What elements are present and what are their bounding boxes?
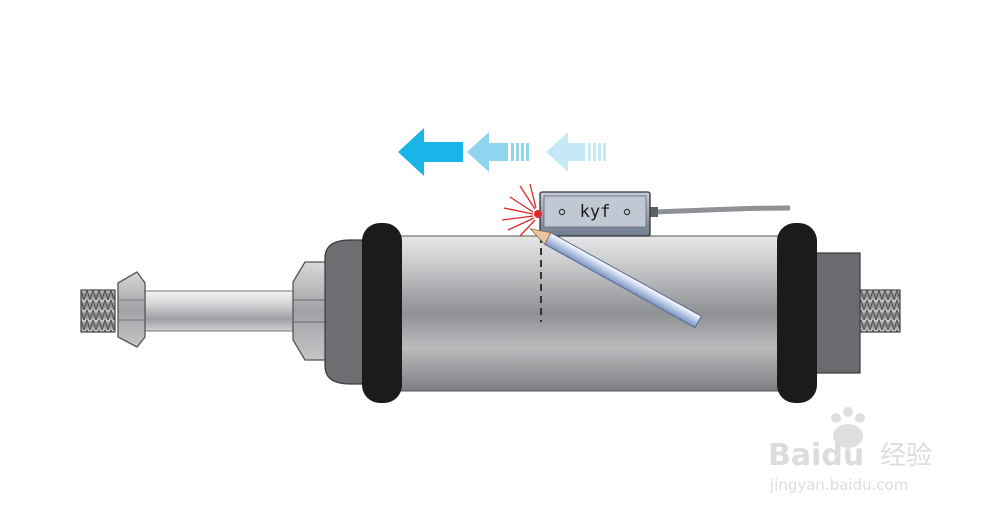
left-arrow-icon xyxy=(467,132,529,172)
left-arrow-icon xyxy=(546,132,606,172)
screwdriver-icon xyxy=(529,228,703,329)
piston-rod xyxy=(141,290,303,332)
magnetic-sensor: kyf xyxy=(534,191,651,237)
rod-thread-left xyxy=(80,289,116,333)
sensor-led xyxy=(534,210,542,218)
rod-thread-right xyxy=(859,289,901,333)
sensor-cable xyxy=(649,205,791,215)
left-arrow-icon xyxy=(398,128,463,176)
sensor-label: kyf xyxy=(580,202,611,222)
baidu-watermark: Baidu 经验 jingyan.baidu.com xyxy=(768,407,932,494)
cable-strain-relief xyxy=(648,207,658,217)
paw-logo-icon xyxy=(831,407,865,448)
mount-screw-left xyxy=(558,208,566,216)
mount-screw-right xyxy=(623,208,631,216)
watermark-cn: 经验 xyxy=(880,441,932,471)
light-burst-icon xyxy=(501,183,537,237)
end-ring-left xyxy=(362,223,402,403)
rod-nut xyxy=(117,271,146,348)
direction-arrows xyxy=(398,128,606,176)
watermark-url: jingyan.baidu.com xyxy=(769,476,908,494)
watermark-logo: Baidu xyxy=(768,438,864,473)
end-ring-right xyxy=(777,223,817,403)
